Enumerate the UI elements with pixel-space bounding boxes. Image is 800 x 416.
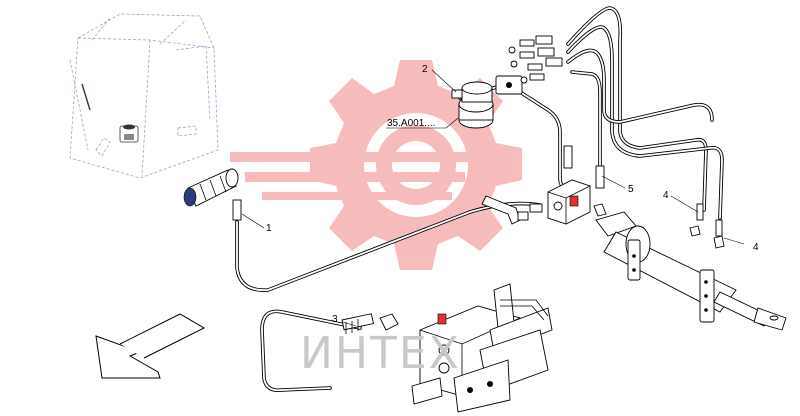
watermark-text: ИНТЕХ bbox=[300, 328, 461, 379]
valve-block bbox=[529, 145, 605, 225]
hydraulic-hoses bbox=[235, 6, 724, 393]
reference-label: 35.A001.... bbox=[387, 118, 435, 129]
hose-fittings-top bbox=[508, 35, 563, 84]
callout-1: 1 bbox=[266, 223, 272, 234]
steering-cylinder bbox=[593, 203, 787, 331]
steering-unit bbox=[451, 75, 523, 129]
leader-lines bbox=[241, 69, 745, 327]
callout-5: 5 bbox=[628, 184, 634, 195]
control-valve-assembly bbox=[411, 283, 553, 413]
callout-4-upper: 4 bbox=[663, 190, 669, 201]
callout-4-lower: 4 bbox=[753, 242, 759, 253]
direction-arrow bbox=[95, 313, 206, 379]
callout-3: 3 bbox=[332, 314, 338, 325]
elbow-hose-fitting bbox=[481, 195, 529, 225]
tractor-cab-outline bbox=[69, 13, 219, 179]
cylinder-fittings bbox=[689, 203, 725, 249]
filter-element bbox=[183, 168, 239, 207]
hose-end-fittings bbox=[232, 199, 399, 334]
callout-2: 2 bbox=[422, 64, 428, 75]
